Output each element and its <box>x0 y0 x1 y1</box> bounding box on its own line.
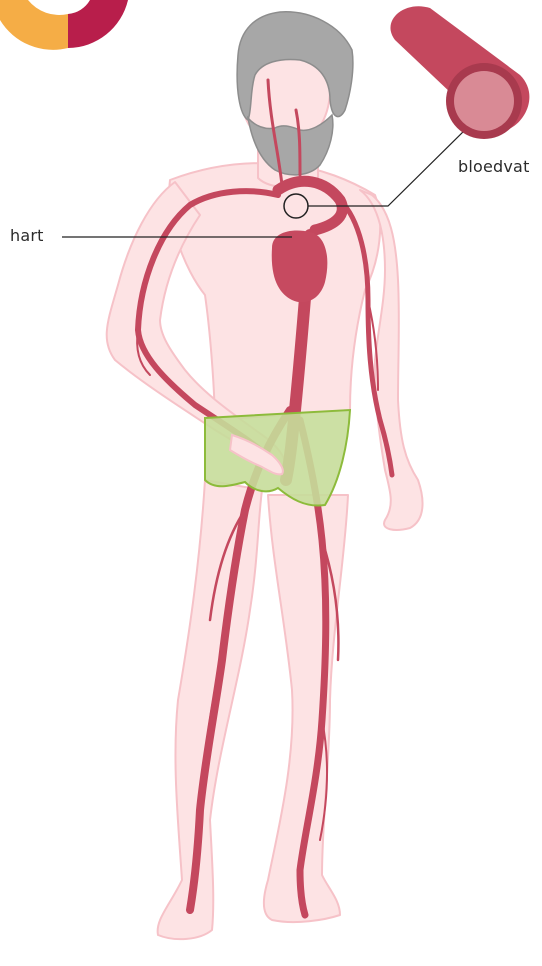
blood-vessel-cylinder-icon <box>390 6 529 139</box>
partial-ring-logo-icon <box>0 0 128 50</box>
blood-vessel-label: bloedvat <box>458 157 530 176</box>
heart-label: hart <box>10 226 44 245</box>
